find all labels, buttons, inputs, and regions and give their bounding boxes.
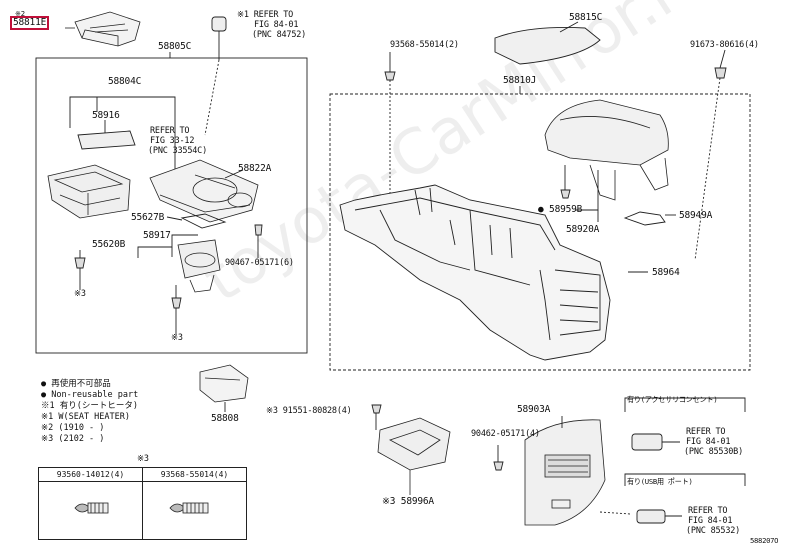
bolt-table-note: ※3 (137, 454, 149, 464)
bolt-table-col2-header[interactable]: 93568-55014(4) (143, 468, 246, 482)
part-label-91673-80616-4[interactable]: 91673-80616(4) (690, 40, 759, 50)
refer-mid-line3[interactable]: (PNC 33554C) (148, 146, 208, 156)
refer-acc-line2[interactable]: FIG 84-01 (686, 437, 731, 447)
highlighted-part-number[interactable]: 58811E (9, 16, 50, 30)
refer-usb-line1[interactable]: REFER TO (688, 506, 728, 516)
part-58949a (623, 211, 666, 226)
bolt-table: 93560-14012(4) 93568-55014(4) (38, 467, 247, 540)
part-label-58808[interactable]: 58808 (211, 413, 239, 424)
part-label-58815c[interactable]: 58815C (569, 12, 603, 23)
clip-93568 (384, 52, 396, 200)
part-label-93568-55014-2[interactable]: 93568-55014(2) (390, 40, 459, 50)
legend-line-1: ● 再使用不可部品 (41, 379, 111, 389)
option-label-usb: 有り(USB用 ポート) (627, 477, 693, 486)
legend-line-4: ※1 W(SEAT HEATER) (41, 412, 131, 422)
legend-line-3: ※1 有り(シートヒータ) (41, 401, 138, 411)
part-label-58949a[interactable]: 58949A (679, 210, 713, 221)
part-label-58822a[interactable]: 58822A (238, 163, 272, 174)
part-label-58964[interactable]: 58964 (652, 267, 680, 278)
part-label-58810j[interactable]: 58810J (503, 75, 537, 86)
part-58815c-lid (494, 26, 601, 65)
part-label-58917[interactable]: 58917 (143, 230, 171, 241)
console-assembly-frame (329, 93, 751, 371)
part-label-58916[interactable]: 58916 (92, 110, 120, 121)
part-armrest-lid (544, 99, 669, 201)
part-label-58903a[interactable]: 58903A (517, 404, 551, 415)
part-58996a-bracket (377, 417, 451, 495)
part-label-91551-80828-4[interactable]: ※3 91551-80828(4) (266, 406, 352, 416)
refer-top-line2[interactable]: FIG 84-01 (254, 20, 299, 30)
part-label-58996a[interactable]: ※3 58996A (382, 496, 434, 507)
refer-top-line3[interactable]: (PNC 84752) (252, 30, 307, 40)
legend-line-6: ※3 (2102 - ) (41, 434, 105, 444)
refer-acc-line1[interactable]: REFER TO (686, 427, 726, 437)
refer-usb-line2[interactable]: FIG 84-01 (688, 516, 733, 526)
part-usb-socket (599, 509, 682, 524)
part-58811e-drawing (65, 11, 141, 47)
part-55627b (180, 213, 227, 229)
refer-mid-line2[interactable]: FIG 33-12 (150, 136, 195, 146)
part-number-58959b: 58959B (549, 204, 583, 215)
refer-acc-line3[interactable]: (PNC 85530B) (684, 447, 744, 457)
part-label-55620b[interactable]: 55620B (92, 239, 126, 250)
part-label-58959b[interactable]: ● 58959B (538, 204, 583, 215)
part-clip-top (204, 16, 227, 136)
legend-line-5: ※2 (1910 - ) (41, 423, 105, 433)
part-label-58805c[interactable]: 58805C (158, 41, 192, 52)
clip-left-upper (74, 250, 86, 290)
legend: ● 再使用不可部品 ● Non-reusable part ※1 有り(シートヒ… (41, 379, 138, 445)
part-58903a-panel (524, 419, 606, 526)
bolt-icon-93568 (169, 502, 209, 514)
part-label-58920a[interactable]: 58920A (566, 224, 600, 235)
bolt-table-divider (142, 481, 143, 539)
part-58808 (199, 364, 249, 403)
part-58804c-tray (47, 164, 131, 219)
part-acc-socket (631, 433, 680, 451)
part-console-body (339, 184, 611, 361)
highlighted-note: ※2 (15, 9, 25, 18)
legend-line-2: ● Non-reusable part (41, 390, 139, 400)
refer-usb-line3[interactable]: (PNC 85532) (686, 526, 741, 536)
refer-top-line1[interactable]: ※1 REFER TO (237, 10, 294, 20)
figure-code: 588207O (750, 536, 779, 545)
acc-option-bracket (624, 397, 746, 412)
part-55620b-cup (177, 239, 221, 293)
note-3-left: ※3 (74, 289, 86, 299)
usb-option-bracket (624, 473, 746, 486)
clip-left-lower (171, 285, 182, 335)
bolt-icon-93560 (74, 502, 109, 514)
part-58916-pad (77, 130, 136, 150)
note-3-bottom: ※3 (171, 333, 183, 343)
clip-91673 (694, 49, 727, 261)
part-label-58804c[interactable]: 58804C (108, 76, 142, 87)
left-assembly-frame (35, 57, 308, 354)
part-label-55627b[interactable]: 55627B (131, 212, 165, 223)
refer-mid-line1[interactable]: REFER TO (150, 126, 190, 136)
screw-90467 (254, 224, 263, 236)
bolt-table-col1-header[interactable]: 93560-14012(4) (39, 468, 143, 482)
option-label-acc: 有り(アクセサリコンセント) (627, 395, 718, 404)
part-label-90462-05171-4[interactable]: 90462-05171(4) (471, 429, 540, 439)
part-label-90467-05171-6[interactable]: 90467-05171(6) (225, 258, 294, 268)
